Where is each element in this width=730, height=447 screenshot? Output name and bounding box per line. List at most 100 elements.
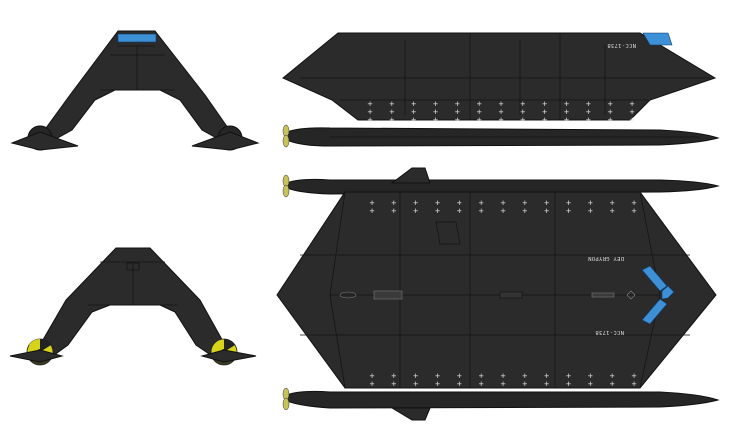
top-bridge-window (641, 265, 675, 325)
hull-cross-mark: + (587, 207, 593, 215)
hull-cross-mark: + (433, 116, 439, 124)
hull-cross-mark: + (500, 199, 506, 207)
hull-cross-mark: + (498, 100, 504, 108)
hull-cross-mark: + (609, 199, 615, 207)
hull-cross-mark: + (454, 108, 460, 116)
hull-cross-mark: + (389, 100, 395, 108)
hull-cross-mark: + (456, 207, 462, 215)
hull-cross-mark: + (542, 116, 548, 124)
bridge-window (117, 33, 157, 43)
hull-cross-mark: + (413, 199, 419, 207)
hull-cross-mark: + (522, 199, 528, 207)
hull-cross-mark: + (520, 116, 526, 124)
hull-cross-mark: + (520, 108, 526, 116)
hull-cross-mark: + (478, 380, 484, 388)
top-propeller-icon-lower (282, 387, 290, 411)
hull-cross-mark: + (456, 199, 462, 207)
hull-cross-mark: + (566, 199, 572, 207)
hull-cross-mark: + (544, 199, 550, 207)
hull-cross-mark: + (500, 380, 506, 388)
hull-cross-mark: + (629, 116, 635, 124)
hull-cross-mark: + (629, 108, 635, 116)
hull-cross-mark: + (367, 100, 373, 108)
hull-cross-mark: + (391, 207, 397, 215)
hull-cross-mark: + (544, 207, 550, 215)
hull-cross-mark: + (369, 372, 375, 380)
hull-cross-mark: + (564, 116, 570, 124)
top-nacelle-lower (286, 390, 720, 409)
hull-cross-mark: + (631, 380, 637, 388)
hull-cross-mark: + (391, 380, 397, 388)
hull-cross-mark: + (433, 108, 439, 116)
hull-cross-mark: + (435, 207, 441, 215)
top-registry: NCC-1738 (595, 329, 624, 335)
side-crosses: +++++++++++++++++++++++++++++++++++++++ (367, 100, 635, 124)
hull-cross-mark: + (566, 380, 572, 388)
hull-cross-mark: + (542, 108, 548, 116)
hull-cross-mark: + (607, 116, 613, 124)
hull-cross-mark: + (476, 108, 482, 116)
front-view (10, 30, 260, 151)
top-crosses-lower: ++++++++++++++++++++++++++ (369, 372, 637, 388)
hull-cross-mark: + (631, 207, 637, 215)
hull-cross-mark: + (367, 116, 373, 124)
hull-cross-mark: + (520, 100, 526, 108)
hull-cross-mark: + (413, 380, 419, 388)
hull-cross-mark: + (522, 372, 528, 380)
hull-cross-mark: + (587, 199, 593, 207)
hull-cross-mark: + (435, 372, 441, 380)
hull-cross-mark: + (411, 116, 417, 124)
hull-cross-mark: + (544, 380, 550, 388)
hull-cross-mark: + (609, 207, 615, 215)
hull-cross-mark: + (411, 100, 417, 108)
hull-cross-mark: + (542, 100, 548, 108)
hull-cross-mark: + (454, 116, 460, 124)
hull-cross-mark: + (389, 116, 395, 124)
hull-cross-mark: + (500, 372, 506, 380)
hull-cross-mark: + (587, 372, 593, 380)
hull-cross-mark: + (369, 207, 375, 215)
hull-cross-mark: + (566, 207, 572, 215)
hull-cross-mark: + (411, 108, 417, 116)
hull-cross-mark: + (629, 100, 635, 108)
hull-cross-mark: + (456, 372, 462, 380)
hull-cross-mark: + (607, 108, 613, 116)
hull-cross-mark: + (389, 108, 395, 116)
hull-cross-mark: + (435, 380, 441, 388)
hull-cross-mark: + (500, 207, 506, 215)
hull-cross-mark: + (478, 207, 484, 215)
top-propeller-icon-upper (282, 174, 290, 198)
hull-cross-mark: + (478, 372, 484, 380)
hull-cross-mark: + (454, 100, 460, 108)
hull-cross-mark: + (587, 380, 593, 388)
side-propeller-icon (282, 124, 290, 148)
hull-cross-mark: + (585, 116, 591, 124)
side-bridge-window (642, 32, 673, 46)
hull-cross-mark: + (585, 100, 591, 108)
side-registry: NCC-1738 (607, 42, 636, 48)
hull-cross-mark: + (607, 100, 613, 108)
hull-cross-mark: + (522, 207, 528, 215)
hull-cross-mark: + (456, 380, 462, 388)
hull-cross-mark: + (476, 116, 482, 124)
hull-cross-mark: + (369, 380, 375, 388)
hull-cross-mark: + (391, 199, 397, 207)
hull-cross-mark: + (544, 372, 550, 380)
top-crosses-upper: ++++++++++++++++++++++++++ (369, 199, 637, 215)
hull-cross-mark: + (564, 100, 570, 108)
hull-cross-mark: + (522, 380, 528, 388)
rear-view (9, 247, 257, 366)
hull-cross-mark: + (435, 199, 441, 207)
side-view: NCC-1738 +++++++++++++++++++++++++++++++… (282, 32, 720, 148)
hull-cross-mark: + (476, 100, 482, 108)
hull-cross-mark: + (433, 100, 439, 108)
hull-cross-mark: + (631, 372, 637, 380)
hull-cross-mark: + (391, 372, 397, 380)
hull-cross-mark: + (369, 199, 375, 207)
top-view: DEY GRYPON NCC-1738 ++++++++++++++++++++… (276, 167, 720, 421)
hull-cross-mark: + (498, 116, 504, 124)
hull-cross-mark: + (609, 372, 615, 380)
hull-cross-mark: + (413, 372, 419, 380)
hull-cross-mark: + (609, 380, 615, 388)
